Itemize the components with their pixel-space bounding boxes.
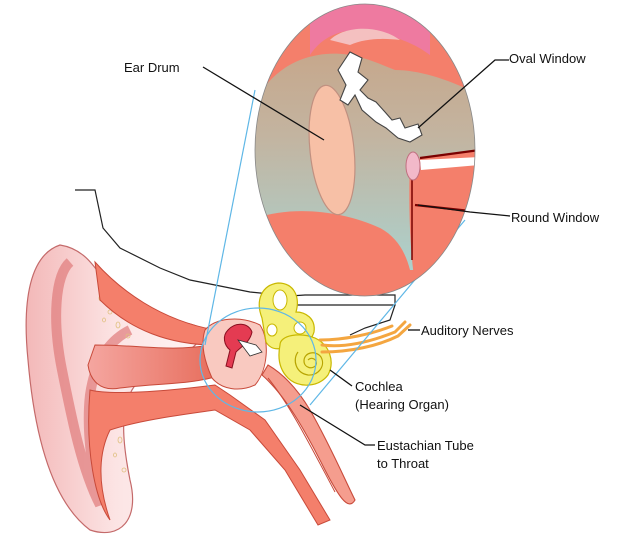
label-cochlea-subtitle: (Hearing Organ) [355,397,449,412]
cochlea-shape [279,335,331,385]
label-ear-drum: Ear Drum [124,60,180,75]
magnified-inset [250,0,480,310]
label-auditory-nerves: Auditory Nerves [421,323,514,338]
label-round-window: Round Window [511,210,600,225]
label-cochlea: Cochlea [355,379,403,394]
label-eustachian-tube-subtitle: to Throat [377,456,429,471]
auditory-nerves [320,322,410,352]
oval-window-shape [406,152,420,180]
label-eustachian-tube: Eustachian Tube [377,438,474,453]
label-oval-window: Oval Window [509,51,586,66]
